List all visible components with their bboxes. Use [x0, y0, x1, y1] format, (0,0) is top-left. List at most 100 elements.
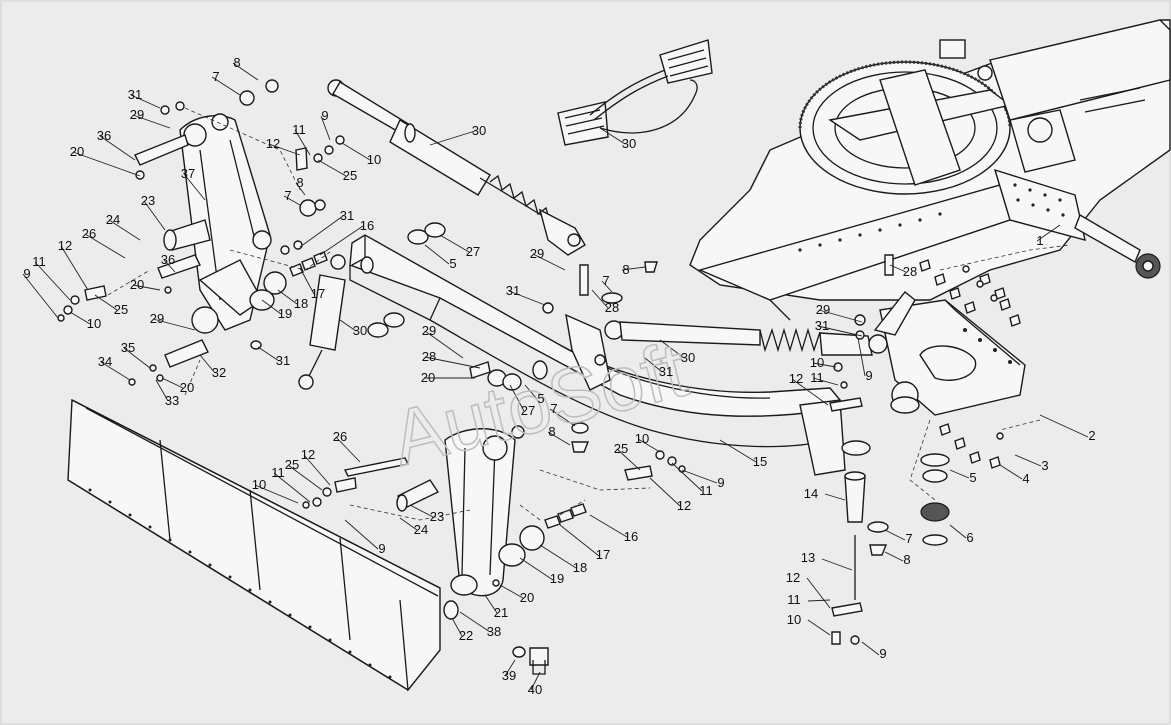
callout-number: 31 — [659, 364, 673, 379]
callout-number: 8 — [233, 55, 240, 70]
dozer-blade — [67, 398, 459, 692]
callout-number: 29 — [530, 246, 544, 261]
push-frame-beam — [349, 234, 846, 476]
assembly-dashed-lines — [107, 107, 1071, 521]
callout-number: 19 — [550, 571, 564, 586]
callout-number: 10 — [810, 355, 824, 370]
center-cylinder-23 — [396, 479, 440, 512]
callout-number: 18 — [294, 296, 308, 311]
callout-number: 13 — [801, 550, 815, 565]
frame-mount-bracket — [873, 291, 1026, 416]
callout-number: 32 — [212, 365, 226, 380]
retainer-plates-center — [302, 450, 686, 509]
callout-number: 24 — [106, 212, 120, 227]
callout-number: 2 — [1088, 428, 1095, 443]
ring-gear-teeth — [798, 60, 1012, 129]
callout-number: 8 — [296, 175, 303, 190]
callout-number: 10 — [635, 431, 649, 446]
callout-number: 28 — [422, 349, 436, 364]
callout-number: 9 — [23, 266, 30, 281]
callout-number: 27 — [466, 244, 480, 259]
callout-number: 8 — [903, 552, 910, 567]
callout-number: 9 — [378, 541, 385, 556]
callout-number: 7 — [550, 401, 557, 416]
callout-number: 10 — [87, 316, 101, 331]
callout-number: 11 — [271, 465, 285, 480]
callout-number: 9 — [879, 646, 886, 661]
frame-holes — [798, 183, 1065, 252]
callout-number: 20 — [130, 277, 144, 292]
callout-number: 15 — [753, 454, 767, 469]
callout-number: 5 — [449, 256, 456, 271]
callout-number: 30 — [472, 123, 486, 138]
callout-number: 8 — [622, 262, 629, 277]
callout-number: 3 — [1041, 458, 1048, 473]
cylinder-spring-right — [759, 327, 821, 353]
hydraulic-cylinder-upper — [327, 79, 586, 256]
bracket-bolt-holes — [963, 328, 1012, 364]
callout-number: 4 — [1022, 471, 1029, 486]
callout-number: 31 — [340, 208, 354, 223]
callout-number: 30 — [681, 350, 695, 365]
callout-number: 16 — [624, 529, 638, 544]
callout-number: 12 — [58, 238, 72, 253]
callout-number: 20 — [421, 370, 435, 385]
callout-number: 17 — [596, 547, 610, 562]
bushing-stack-right — [920, 453, 950, 546]
callout-number: 36 — [161, 252, 175, 267]
callout-number: 6 — [966, 530, 973, 545]
callout-number: 36 — [97, 128, 111, 143]
callout-number: 16 — [360, 218, 374, 233]
hydraulic-cylinder-left — [298, 254, 346, 390]
callout-number: 23 — [430, 509, 444, 524]
bolt-39-40 — [512, 646, 549, 675]
callout-number: 26 — [82, 226, 96, 241]
callout-number: 12 — [789, 371, 803, 386]
tractor-frame-assembly — [689, 19, 1171, 321]
callout-number: 5 — [537, 391, 544, 406]
callout-number: 11 — [32, 254, 46, 269]
callout-number: 31 — [276, 353, 290, 368]
callout-number: 27 — [521, 403, 535, 418]
callout-number: 25 — [343, 168, 357, 183]
callout-number: 29 — [816, 302, 830, 317]
callout-number: 10 — [367, 152, 381, 167]
callout-number: 17 — [311, 286, 325, 301]
callout-number: 29 — [422, 323, 436, 338]
callout-number: 37 — [181, 166, 195, 181]
callout-number: 20 — [70, 144, 84, 159]
callout-number: 28 — [903, 264, 917, 279]
blade-bolt-row — [88, 488, 392, 679]
callout-number: 31 — [128, 87, 142, 102]
callout-number: 33 — [165, 393, 179, 408]
callout-number: 20 — [520, 590, 534, 605]
callout-number: 7 — [602, 273, 609, 288]
callout-number: 31 — [506, 283, 520, 298]
callout-number: 9 — [321, 108, 328, 123]
callout-number: 39 — [502, 668, 516, 683]
callout-number: 29 — [130, 107, 144, 122]
callout-number: 19 — [278, 306, 292, 321]
callout-number: 7 — [284, 188, 291, 203]
callout-number: 10 — [252, 477, 266, 492]
callout-number: 30 — [622, 136, 636, 151]
callout-number: 24 — [414, 522, 428, 537]
callout-number: 11 — [787, 592, 801, 607]
callout-number: 1 — [1036, 233, 1043, 248]
callout-number: 29 — [150, 311, 164, 326]
callout-number: 30 — [353, 323, 367, 338]
callout-number: 35 — [121, 340, 135, 355]
callout-number: 11 — [810, 370, 824, 385]
callout-number: 40 — [528, 682, 542, 697]
callout-number: 26 — [333, 429, 347, 444]
callout-number: 21 — [494, 605, 508, 620]
callout-number: 28 — [605, 300, 619, 315]
callout-number: 20 — [180, 380, 194, 395]
callout-number: 12 — [786, 570, 800, 585]
callout-number: 9 — [865, 368, 872, 383]
king-pin-assembly — [831, 440, 889, 645]
callout-number: 11 — [699, 483, 713, 498]
